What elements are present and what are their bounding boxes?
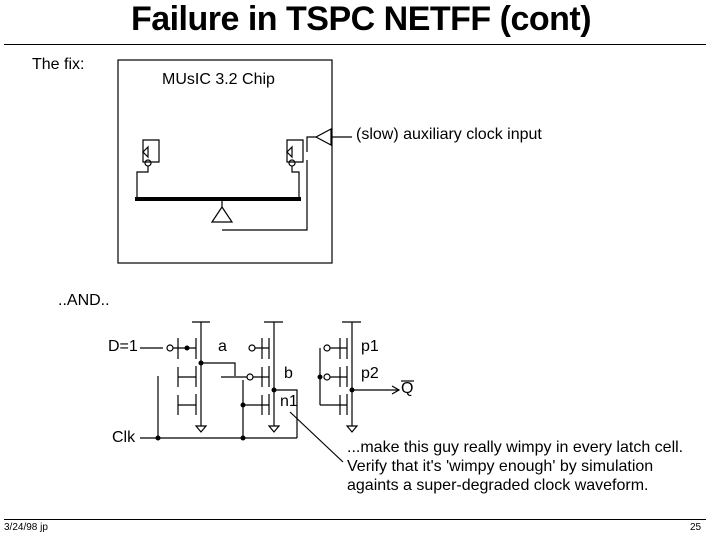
- chip-outline: [117, 59, 333, 264]
- footer-date: 3/24/98 jp: [4, 522, 48, 533]
- node-n1-label: n1: [280, 393, 298, 410]
- footer-divider: [4, 519, 706, 520]
- output-q-label: Q: [401, 380, 414, 397]
- title-divider: [4, 44, 706, 45]
- annotation-note: ...make this guy really wimpy in every l…: [347, 439, 684, 494]
- node-a-label: a: [218, 338, 227, 355]
- chip-name: MUsIC 3.2 Chip: [162, 71, 275, 88]
- node-b-label: b: [284, 365, 293, 382]
- page-title: Failure in TSPC NETFF (cont): [130, 0, 592, 38]
- node-p2-label: p2: [361, 365, 379, 382]
- d-input-label: D=1: [108, 338, 138, 355]
- node-p1-label: p1: [361, 338, 379, 355]
- clock-bus: [135, 197, 301, 201]
- aux-clock-label: (slow) auxiliary clock input: [356, 126, 542, 143]
- flipflop-right: [286, 139, 304, 163]
- flipflop-left: [142, 139, 160, 163]
- clock-buffer: [210, 205, 234, 223]
- aux-clock-buffer: [314, 128, 332, 146]
- fix-label: The fix:: [32, 56, 85, 73]
- page-number: 25: [690, 522, 702, 533]
- and-label: ..AND..: [58, 292, 110, 309]
- clk-label: Clk: [112, 429, 136, 446]
